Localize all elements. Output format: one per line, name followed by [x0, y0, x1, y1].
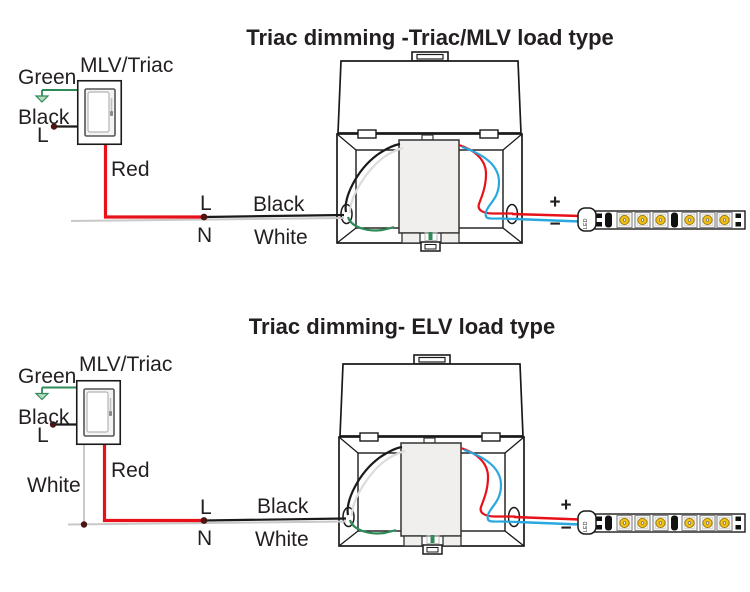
junction-box-1 [335, 50, 524, 253]
green-wire-label: Green [18, 66, 76, 89]
led-strip-1 [578, 208, 745, 231]
ground-icon [35, 89, 49, 103]
junction-dot-N [80, 521, 88, 528]
neutral-label: N [197, 224, 212, 247]
black-line-label: Black [257, 495, 309, 518]
red-wire-label: Red [111, 459, 150, 482]
diagram-elv-load: Triac dimming- ELV load type MLV/Triac G… [18, 314, 745, 556]
junction-box-2 [337, 353, 526, 556]
diagram1-title: Triac dimming -Triac/MLV load type [246, 25, 614, 50]
wire-led-plus-red [511, 212, 581, 218]
dimmer-switch-2 [75, 379, 122, 446]
wire-dimmed-red [102, 443, 202, 523]
led-strip-2 [578, 511, 745, 534]
dimmer-type-label: MLV/Triac [80, 54, 173, 77]
live-label: L [200, 496, 212, 519]
polarity-minus: − [549, 214, 560, 235]
wire-dimmed-red [103, 144, 202, 219]
black-line-label: Black [253, 193, 305, 216]
wire-neutral-white [70, 217, 345, 222]
white-line-label: White [255, 528, 309, 551]
polarity-plus: + [549, 192, 560, 213]
dimmer-type-label: MLV/Triac [79, 353, 172, 376]
diagram-triac-mlv-load: Triac dimming -Triac/MLV load type MLV/T… [18, 25, 745, 253]
live-label: L [200, 192, 212, 215]
polarity-plus: + [560, 495, 571, 516]
wire-neutral-white [67, 520, 347, 526]
line-terminal-label: L [37, 424, 49, 447]
black-wire-label: Black [18, 106, 70, 129]
junction-dot-L [200, 213, 208, 221]
polarity-minus: − [560, 518, 571, 539]
black-wire-label: Black [18, 406, 70, 429]
wire-led-minus-blue [514, 217, 581, 223]
green-wire-label: Green [18, 365, 76, 388]
red-wire-label: Red [111, 158, 150, 181]
neutral-label: N [197, 527, 212, 550]
junction-dot [49, 421, 57, 428]
wire-led-minus-blue [516, 520, 581, 526]
junction-dot-L [200, 517, 208, 524]
wire-led-plus-red [513, 515, 581, 521]
diagram2-title: Triac dimming- ELV load type [249, 314, 555, 339]
white-branch-label: White [27, 474, 81, 497]
white-line-label: White [254, 226, 308, 249]
line-terminal-label: L [37, 124, 49, 147]
junction-dot [50, 123, 58, 130]
dimmer-switch-1 [76, 79, 123, 146]
ground-icon [35, 386, 49, 401]
wire-line-black [203, 213, 345, 219]
wire-line-black [203, 517, 347, 522]
